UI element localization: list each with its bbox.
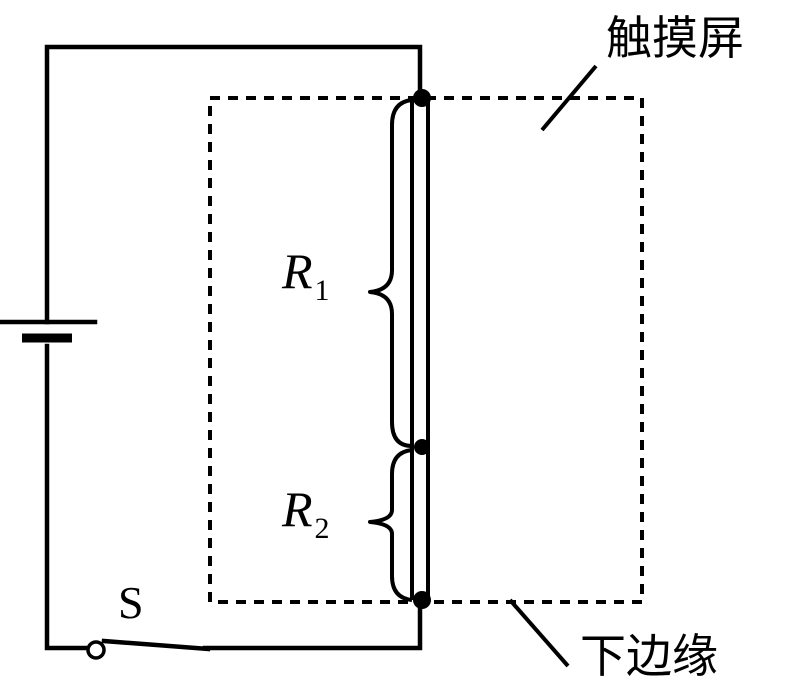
r1-symbol: R <box>281 243 313 299</box>
r2-brace <box>368 448 413 602</box>
r2-label: R2 <box>281 481 330 545</box>
junction-bottom <box>413 591 431 609</box>
switch-label: S <box>118 577 144 628</box>
touchscreen-leader <box>540 64 598 132</box>
circuit-wires <box>44 44 423 651</box>
top-wire <box>44 44 423 325</box>
r1-label: R1 <box>281 243 330 307</box>
r2-subscript: 2 <box>315 512 330 545</box>
bottom-left-wire <box>44 343 91 651</box>
touchscreen-label: 触摸屏 <box>606 11 744 65</box>
bottom-edge-label: 下边缘 <box>580 629 718 683</box>
junction-top <box>413 89 431 107</box>
junction-middle <box>414 439 430 455</box>
battery-icon <box>0 319 98 343</box>
bottom-right-wire <box>202 597 423 651</box>
r1-brace <box>368 98 413 448</box>
switch-icon <box>86 638 211 660</box>
bottom-edge-leader <box>508 598 570 668</box>
resistor-strip <box>410 98 430 600</box>
r1-subscript: 1 <box>315 274 330 307</box>
r2-symbol: R <box>281 481 313 537</box>
